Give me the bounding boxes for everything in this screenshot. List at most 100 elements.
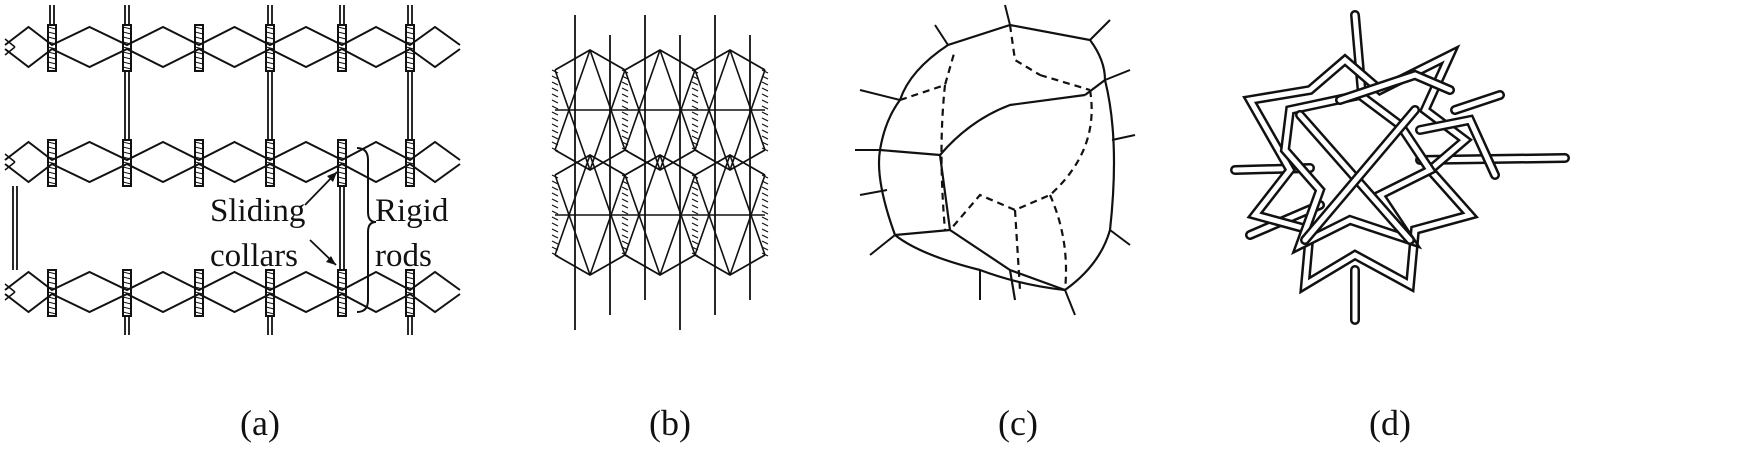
collar-hatch bbox=[761, 141, 769, 146]
collar-hatch bbox=[761, 204, 769, 209]
collar-hatch bbox=[194, 51, 204, 55]
collar-hatch bbox=[265, 31, 275, 35]
collar-hatch bbox=[761, 117, 769, 122]
collar-hatch bbox=[405, 181, 415, 185]
collar-hatch bbox=[47, 51, 57, 55]
collar-hatch bbox=[621, 75, 629, 80]
strut-stub bbox=[859, 89, 901, 101]
collar-hatch bbox=[265, 36, 275, 40]
cell-face-edge bbox=[939, 93, 1086, 156]
strut-stub bbox=[1109, 229, 1131, 246]
collar-hatch bbox=[551, 228, 559, 233]
collar-hatch bbox=[691, 174, 699, 179]
collar-hatch bbox=[47, 301, 57, 305]
collar-hatch bbox=[621, 246, 629, 251]
collar-hatch bbox=[405, 151, 415, 155]
collar-hatch bbox=[194, 301, 204, 305]
collar-hatch bbox=[621, 228, 629, 233]
collar-hatch bbox=[265, 291, 275, 295]
collar-hatch bbox=[621, 117, 629, 122]
lattice-diagonal bbox=[729, 49, 766, 151]
collar-hatch bbox=[551, 129, 559, 134]
collar-hatch bbox=[405, 306, 415, 310]
hidden-edge bbox=[1013, 209, 1022, 291]
collar-hatch bbox=[551, 105, 559, 110]
collar-hatch bbox=[47, 41, 57, 45]
collar-hatch bbox=[265, 156, 275, 160]
collar-hatch bbox=[122, 146, 132, 150]
collar-hatch bbox=[621, 216, 629, 221]
collar-hatch bbox=[47, 31, 57, 35]
collar-hatch bbox=[47, 286, 57, 290]
collar-hatch bbox=[122, 166, 132, 170]
collar-hatch bbox=[47, 61, 57, 65]
collar-hatch bbox=[194, 151, 204, 155]
sliding-collar bbox=[194, 269, 204, 317]
collar-hatch bbox=[761, 129, 769, 134]
collar-hatch bbox=[761, 75, 769, 80]
collar-hatch bbox=[761, 252, 769, 257]
collar-hatch bbox=[405, 36, 415, 40]
collar-hatch bbox=[691, 69, 699, 74]
collar-hatch bbox=[194, 56, 204, 60]
collar-hatch bbox=[122, 276, 132, 280]
collar-hatch bbox=[47, 161, 57, 165]
collar-hatch bbox=[761, 81, 769, 86]
collar-hatch bbox=[405, 31, 415, 35]
collar-hatch bbox=[761, 105, 769, 110]
collar-hatch bbox=[265, 276, 275, 280]
lattice-diagonal bbox=[554, 154, 591, 256]
caption-b: (b) bbox=[649, 403, 691, 443]
lattice-diagonal bbox=[659, 174, 696, 276]
strip-end bbox=[4, 283, 16, 301]
cell-face-edge bbox=[938, 154, 1066, 292]
collar-hatch bbox=[122, 36, 132, 40]
sliding-collar bbox=[337, 139, 347, 187]
collar-hatch bbox=[337, 146, 347, 150]
collar-hatch bbox=[621, 87, 629, 92]
hidden-edge bbox=[940, 84, 947, 231]
hidden-edge bbox=[1039, 73, 1091, 92]
cross-strut-hollow bbox=[1302, 107, 1418, 243]
lattice-diagonal bbox=[659, 49, 696, 151]
collar-hatch bbox=[122, 26, 132, 30]
collar-hatch bbox=[551, 246, 559, 251]
sliding-collar bbox=[337, 24, 347, 72]
collar-hatch bbox=[691, 186, 699, 191]
collar-hatch bbox=[691, 192, 699, 197]
collar-hatch bbox=[122, 141, 132, 145]
collar-hatch bbox=[47, 26, 57, 30]
collar-hatch bbox=[761, 135, 769, 140]
collar-hatch bbox=[47, 171, 57, 175]
collar-hatch bbox=[691, 123, 699, 128]
collar-hatch bbox=[122, 291, 132, 295]
collar-hatch bbox=[621, 99, 629, 104]
collar-hatch bbox=[405, 51, 415, 55]
collar-hatch bbox=[551, 117, 559, 122]
panel-a: Sliding collars Rigid rods bbox=[0, 0, 520, 400]
cell-outer-edge bbox=[898, 23, 1107, 101]
collar-hatch bbox=[194, 171, 204, 175]
collar-hatch bbox=[194, 161, 204, 165]
collar-hatch bbox=[122, 56, 132, 60]
collar-hatch bbox=[405, 271, 415, 275]
collar-hatch bbox=[47, 151, 57, 155]
collar-hatch bbox=[337, 166, 347, 170]
cell-face-edge bbox=[1084, 79, 1106, 96]
lattice-diagonal bbox=[729, 69, 766, 171]
collar-hatch bbox=[122, 281, 132, 285]
collar-hatch bbox=[691, 216, 699, 221]
collar-hatch bbox=[265, 151, 275, 155]
collar-hatch bbox=[691, 240, 699, 245]
collar-hatch bbox=[691, 75, 699, 80]
collar-hatch bbox=[691, 234, 699, 239]
collar-hatch bbox=[337, 291, 347, 295]
collar-hatch bbox=[761, 93, 769, 98]
sliding-collar bbox=[122, 24, 132, 72]
collar-hatch bbox=[621, 234, 629, 239]
strut-upper-right-hollow bbox=[1452, 92, 1503, 113]
collar-hatch bbox=[337, 286, 347, 290]
collar-hatch bbox=[405, 176, 415, 180]
collar-hatch bbox=[337, 281, 347, 285]
collar-hatch bbox=[337, 56, 347, 60]
